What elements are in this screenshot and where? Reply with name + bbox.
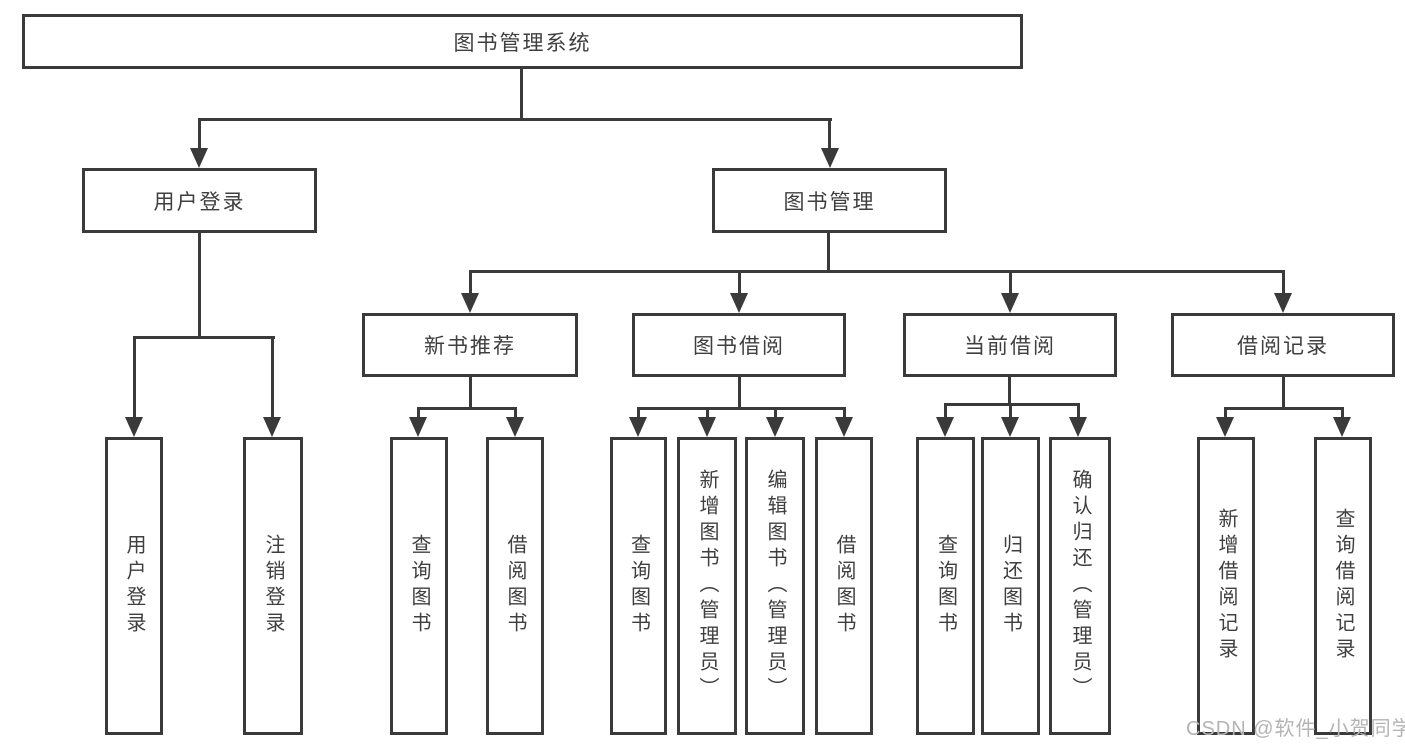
connector-drop [706, 407, 709, 419]
arrow-down-icon [821, 148, 839, 168]
node-borrow-records-label: 借阅记录 [1237, 335, 1329, 358]
connector-stem [469, 377, 472, 409]
leaf-query-borrow-record: 查询借阅记录 [1314, 437, 1372, 735]
leaf-label: 查询图书 [408, 534, 430, 638]
leaf-borrow-books-1: 借阅图书 [486, 437, 544, 735]
connector-stem [738, 377, 741, 409]
leaf-label: 确认归还（管理员） [1069, 469, 1091, 703]
leaf-query-books-3: 查询图书 [916, 437, 975, 735]
leaf-user-login: 用户登录 [105, 437, 163, 735]
connector-drop [637, 407, 640, 419]
node-book-management-label: 图书管理 [783, 190, 876, 214]
arrow-down-icon [1001, 417, 1019, 437]
node-book-management: 图书管理 [712, 168, 947, 233]
leaf-query-books-1: 查询图书 [390, 437, 448, 735]
connector-drop [828, 118, 831, 150]
arrow-down-icon [629, 417, 647, 437]
arrow-down-icon [1216, 417, 1234, 437]
leaf-label: 注销登录 [262, 534, 284, 638]
arrow-down-icon [1333, 417, 1351, 437]
node-book-borrow-label: 图书借阅 [693, 335, 785, 358]
connector-drop [944, 403, 947, 419]
leaf-label: 编辑图书（管理员） [764, 469, 786, 703]
arrow-down-icon [1001, 293, 1019, 313]
node-current-borrow-label: 当前借阅 [964, 335, 1056, 358]
leaf-label: 借阅图书 [504, 534, 526, 638]
connector-bar [637, 407, 846, 410]
arrow-down-icon [1069, 417, 1087, 437]
connector-drop [1224, 407, 1227, 419]
arrow-down-icon [936, 417, 954, 437]
connector-bar [944, 403, 1080, 406]
arrow-down-icon [263, 417, 281, 437]
connector-drop [469, 270, 472, 295]
arrow-down-icon [506, 417, 524, 437]
node-new-book-recommend-label: 新书推荐 [424, 335, 516, 358]
node-root-label: 图书管理系统 [453, 31, 592, 55]
connector-drop [1009, 403, 1012, 419]
connector-drop [271, 336, 274, 419]
leaf-edit-books-admin: 编辑图书（管理员） [745, 437, 805, 735]
leaf-label: 用户登录 [123, 534, 145, 638]
connector-drop [514, 407, 517, 419]
leaf-query-books-2: 查询图书 [610, 437, 667, 735]
connector-drop [738, 270, 741, 295]
arrow-down-icon [698, 417, 716, 437]
arrow-down-icon [409, 417, 427, 437]
leaf-label: 归还图书 [999, 534, 1022, 638]
connector-drop [1009, 270, 1012, 295]
leaf-label: 新增图书（管理员） [696, 469, 718, 703]
leaf-label: 新增借阅记录 [1215, 508, 1237, 664]
node-book-borrow: 图书借阅 [632, 313, 846, 377]
leaf-label: 查询图书 [627, 534, 650, 638]
connector-drop [417, 407, 420, 419]
node-root: 图书管理系统 [22, 14, 1023, 69]
connector-stem [1282, 377, 1285, 409]
connector-login-bar [133, 336, 275, 339]
connector-login-stem [198, 233, 201, 338]
connector-drop [1341, 407, 1344, 419]
leaf-return-books: 归还图书 [981, 437, 1040, 735]
arrow-down-icon [730, 293, 748, 313]
connector-drop [198, 118, 201, 150]
leaf-label: 借阅图书 [833, 534, 855, 638]
node-new-book-recommend: 新书推荐 [362, 313, 578, 377]
connector-mgmt-bar [469, 270, 1285, 273]
arrow-down-icon [125, 417, 143, 437]
arrow-down-icon [461, 293, 479, 313]
node-user-login: 用户登录 [82, 168, 317, 233]
leaf-add-borrow-record: 新增借阅记录 [1197, 437, 1255, 735]
connector-stem [1008, 377, 1011, 405]
leaf-label: 查询图书 [934, 534, 957, 638]
arrow-down-icon [190, 148, 208, 168]
arrow-down-icon [1274, 293, 1292, 313]
leaf-confirm-return-admin: 确认归还（管理员） [1049, 437, 1111, 735]
connector-drop [133, 336, 136, 419]
connector-root-bar [198, 118, 832, 121]
node-current-borrow: 当前借阅 [903, 313, 1117, 377]
connector-bar [1224, 407, 1344, 410]
leaf-add-books-admin: 新增图书（管理员） [677, 437, 737, 735]
csdn-watermark: CSDN @软件_小贺同学 [1186, 718, 1405, 740]
connector-root-stem [520, 69, 523, 120]
connector-bar [417, 407, 517, 410]
connector-drop [1282, 270, 1285, 295]
connector-mgmt-stem [827, 233, 830, 272]
node-user-login-label: 用户登录 [153, 190, 246, 214]
arrow-down-icon [766, 417, 784, 437]
node-borrow-records: 借阅记录 [1171, 313, 1395, 377]
connector-drop [843, 407, 846, 419]
leaf-borrow-books-2: 借阅图书 [815, 437, 873, 735]
leaf-logout: 注销登录 [243, 437, 303, 735]
connector-drop [774, 407, 777, 419]
arrow-down-icon [835, 417, 853, 437]
leaf-label: 查询借阅记录 [1332, 508, 1354, 664]
connector-drop [1077, 403, 1080, 419]
